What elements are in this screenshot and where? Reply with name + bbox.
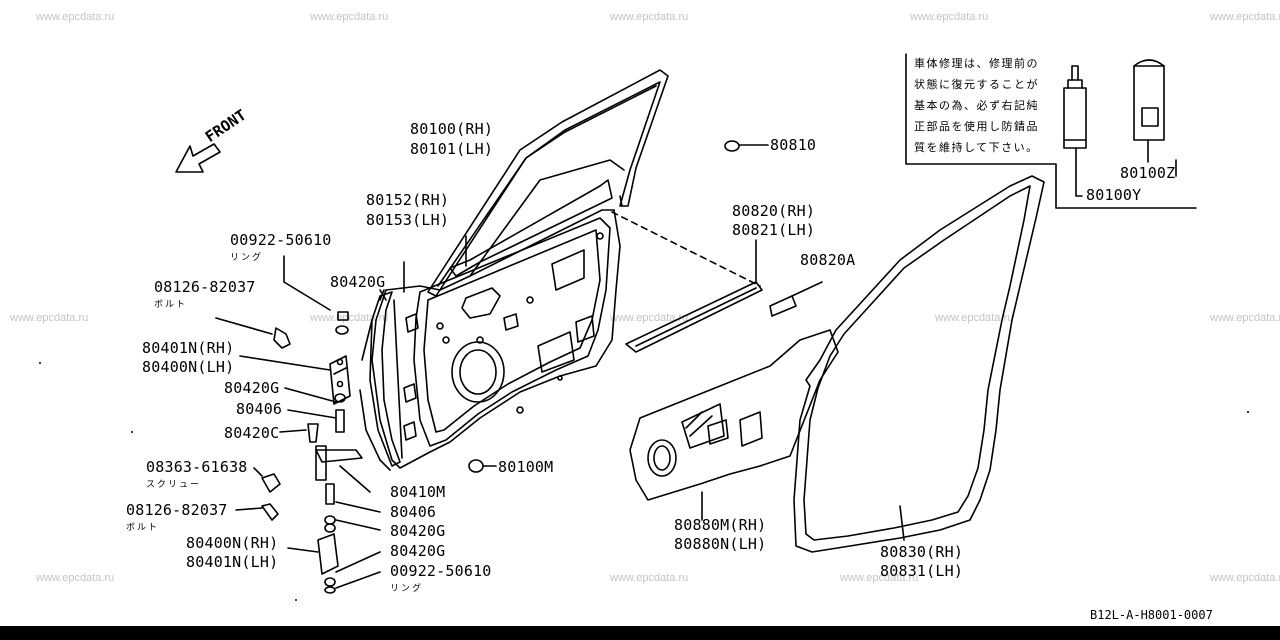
part-label: 08126-82037	[154, 278, 256, 296]
door-outer-panel	[371, 209, 621, 469]
part-label: 80420G	[330, 273, 386, 291]
part-sublabel: スクリュー	[146, 480, 202, 490]
part-label: 80820(RH)	[732, 202, 816, 220]
note-line: 基本の為、必ず右記純	[914, 99, 1039, 112]
watermark: www.epcdata.ru	[10, 312, 89, 324]
part-label: 80100Z	[1120, 164, 1176, 182]
part-label: 80152(RH)	[366, 191, 450, 209]
part-label: 80401N(LH)	[186, 553, 279, 571]
note-line: 正部品を使用し防錆品	[914, 120, 1039, 133]
sealant-tube-icon	[1063, 87, 1087, 149]
watermark: www.epcdata.ru	[840, 572, 919, 584]
window-channel	[449, 179, 613, 277]
plug-80810	[724, 140, 740, 152]
watermark: www.epcdata.ru	[1210, 572, 1280, 584]
diagram-reference: B12L-A-H8001-0007	[1090, 608, 1213, 622]
door-weatherstrip	[793, 175, 1045, 553]
part-label: 80410M	[390, 483, 446, 501]
watermark: www.epcdata.ru	[310, 312, 389, 324]
part-label: 80820A	[800, 251, 856, 269]
part-label: 80100Y	[1086, 186, 1142, 204]
watermark: www.epcdata.ru	[310, 11, 389, 23]
part-label: 80420G	[390, 542, 446, 560]
part-label: 80810	[770, 136, 817, 154]
part-label: 80420G	[390, 522, 446, 540]
part-label: 80100(RH)	[410, 120, 494, 138]
watermark: www.epcdata.ru	[935, 312, 1014, 324]
watermark: www.epcdata.ru	[610, 572, 689, 584]
plug-80100M	[468, 459, 484, 473]
part-label: 00922-50610	[230, 231, 332, 249]
part-label: 80880N(LH)	[674, 535, 767, 553]
part-label: 00922-50610	[390, 562, 492, 580]
part-label: 80420C	[224, 424, 280, 442]
watermark: www.epcdata.ru	[1210, 11, 1280, 23]
part-sublabel: リング	[390, 584, 424, 594]
part-label: 80400N(RH)	[186, 534, 279, 552]
upper-hinge	[329, 355, 351, 405]
door-inner-panel	[413, 217, 611, 447]
part-label: 80153(LH)	[366, 211, 450, 229]
watermark: www.epcdata.ru	[1210, 312, 1280, 324]
part-label: 80831(LH)	[880, 562, 964, 580]
part-label: 80406	[390, 503, 437, 521]
check-link	[315, 449, 363, 463]
part-label: 80101(LH)	[410, 140, 494, 158]
part-label: 80420G	[224, 379, 280, 397]
part-sublabel: ボルト	[154, 300, 188, 310]
watermark: www.epcdata.ru	[610, 11, 689, 23]
note-line: 質を維持して下さい。	[914, 141, 1039, 154]
part-label: 80401N(RH)	[142, 339, 235, 357]
part-label: 80400N(LH)	[142, 358, 235, 376]
watermark: www.epcdata.ru	[610, 312, 689, 324]
repair-note: 車体修理は、修理前の 状態に復元することが 基本の為、必ず右記純 正部品を使用し…	[914, 53, 1039, 158]
part-label: 08126-82037	[126, 501, 228, 519]
spray-can-icon	[1133, 65, 1165, 141]
bottom-bar	[0, 626, 1280, 640]
lower-hinge	[317, 533, 339, 575]
door-trim-panel	[629, 329, 839, 501]
part-sublabel: ボルト	[126, 523, 160, 533]
part-label: 80880M(RH)	[674, 516, 767, 534]
part-sublabel: リング	[230, 253, 264, 263]
front-weatherstrip	[369, 291, 401, 467]
speaker-hole	[451, 341, 505, 403]
part-label: 80821(LH)	[732, 221, 816, 239]
outer-moulding-80820	[625, 281, 763, 353]
part-label: 80406	[236, 400, 283, 418]
watermark: www.epcdata.ru	[910, 11, 989, 23]
part-label: 08363-61638	[146, 458, 248, 476]
part-label: 80100M	[498, 458, 554, 476]
clip-80820A	[769, 295, 797, 317]
watermark: www.epcdata.ru	[36, 11, 115, 23]
note-line: 車体修理は、修理前の	[914, 57, 1039, 70]
part-label: 80830(RH)	[880, 543, 964, 561]
front-arrow-icon	[175, 143, 221, 173]
watermark: www.epcdata.ru	[36, 572, 115, 584]
note-line: 状態に復元することが	[914, 78, 1039, 91]
